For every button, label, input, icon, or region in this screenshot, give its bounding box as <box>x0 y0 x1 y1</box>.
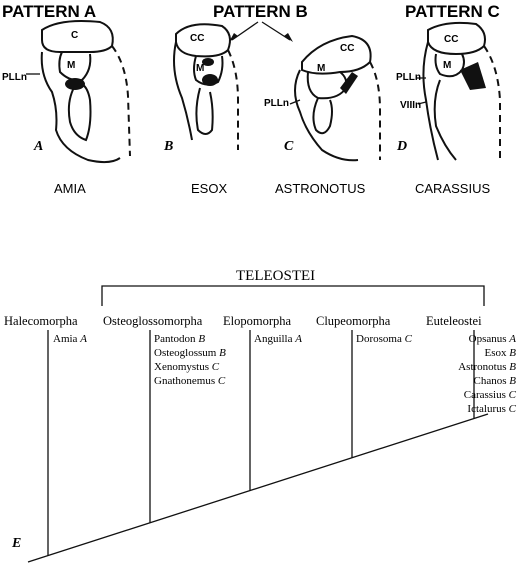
label-m: M <box>67 60 75 71</box>
pattern-b-heading: PATTERN B <box>213 2 308 21</box>
cladogram-stem <box>27 413 489 563</box>
taxon-entry: Carassius C <box>464 389 517 401</box>
taxon-entry: Opsanus A <box>469 333 517 345</box>
fish-name-carassius: CARASSIUS <box>415 181 490 196</box>
taxon-entry: Pantodon B <box>154 333 205 345</box>
pattern-a-heading: PATTERN A <box>2 2 96 21</box>
brain-drawing-carassius <box>416 21 501 161</box>
label-cc: CC <box>190 33 204 44</box>
clade-halecomorpha: Halecomorpha <box>4 314 78 328</box>
label-cc: CC <box>340 43 354 54</box>
taxon-entry: Anguilla A <box>254 333 302 345</box>
clade-elopomorpha: Elopomorpha <box>223 314 291 328</box>
taxon-entry: Xenomystus C <box>154 361 220 373</box>
taxon-entry: Dorosoma C <box>356 333 413 345</box>
cladogram-lines <box>27 330 489 563</box>
brain-drawing-esox <box>173 23 239 150</box>
label-plln: PLLn <box>396 72 421 83</box>
label-c: C <box>71 30 78 41</box>
label-m: M <box>196 63 204 74</box>
label-cc: CC <box>444 34 458 45</box>
brain-drawing-astronotus <box>289 34 381 162</box>
taxon-entry: Esox B <box>485 347 517 359</box>
taxon-entry: Ictalurus C <box>467 403 516 415</box>
clade-osteoglossomorpha: Osteoglossomorpha <box>103 314 203 328</box>
label-m: M <box>317 63 325 74</box>
teleostei-bracket <box>101 285 485 306</box>
clade-euteleostei: Euteleostei <box>426 314 482 328</box>
clade-clupeomorpha: Clupeomorpha <box>316 314 391 328</box>
fish-name-esox: ESOX <box>191 181 227 196</box>
brain-drawing-amia <box>26 20 131 164</box>
teleostei-title: TELEOSTEI <box>236 268 315 284</box>
panel-letter-b: B <box>163 139 173 154</box>
panel-letter-a: A <box>33 139 43 154</box>
label-plln: PLLn <box>2 72 27 83</box>
label-viiin: VIIIn <box>400 100 421 111</box>
panel-letter-e: E <box>11 536 21 551</box>
taxon-entry: Astronotus B <box>458 361 516 373</box>
taxon-entry: Chanos B <box>474 375 517 387</box>
label-m: M <box>443 60 451 71</box>
pattern-c-heading: PATTERN C <box>405 2 500 21</box>
label-plln: PLLn <box>264 98 289 109</box>
panel-letter-d: D <box>396 139 407 154</box>
taxon-entry: Gnathonemus C <box>154 375 226 387</box>
panel-letter-c: C <box>284 139 294 154</box>
black-fill-mark <box>65 78 85 90</box>
pattern-b-arrows <box>229 21 293 42</box>
taxon-entry: Amia A <box>53 333 87 345</box>
fish-name-astronotus: ASTRONOTUS <box>275 181 366 196</box>
fish-name-amia: AMIA <box>54 181 86 196</box>
taxon-entry: Osteoglossum B <box>154 347 226 359</box>
